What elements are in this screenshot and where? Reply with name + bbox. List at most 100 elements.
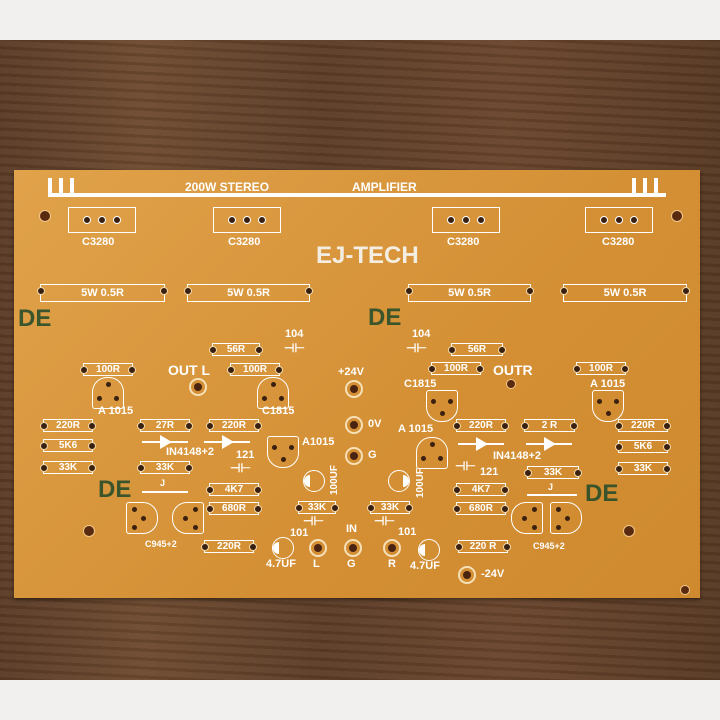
label-c945: C945+2 xyxy=(145,539,177,549)
resistor-5k6: 5K6 xyxy=(40,439,96,452)
resistor-33k: 33K xyxy=(295,501,339,514)
capacitor-104: ⊣⊢ xyxy=(406,341,427,355)
power-0v-pad xyxy=(345,416,363,434)
jumper xyxy=(527,494,577,496)
output-left-label: OUT L xyxy=(168,362,210,378)
resistor-33k: 33K xyxy=(367,501,413,514)
label-in4148: IN4148+2 xyxy=(166,446,215,458)
label-c1815: C1815 xyxy=(404,378,437,390)
input-left-pad xyxy=(309,539,327,557)
label-in: IN xyxy=(346,523,357,535)
mounting-hole xyxy=(83,525,95,537)
label-jumper: J xyxy=(160,478,166,488)
marker-de: DE xyxy=(585,480,619,507)
input-right-pad xyxy=(383,539,401,557)
jumper xyxy=(142,491,188,493)
electrolytic-capacitor xyxy=(388,470,410,492)
resistor-100r: 100R xyxy=(80,363,136,376)
transistor-outline xyxy=(172,502,204,534)
label-a1015: A 1015 xyxy=(590,378,626,390)
diode xyxy=(526,437,572,451)
power-resistor: 5W 0.5R xyxy=(184,284,313,302)
capacitor-104: ⊣⊢ xyxy=(284,341,305,355)
marker-de: DE xyxy=(98,476,132,503)
label-c1815: C1815 xyxy=(262,405,295,417)
resistor-220r: 220R xyxy=(201,540,257,553)
label-100uf: 100UF xyxy=(415,468,426,499)
input-ground-pad xyxy=(344,539,362,557)
label-c3280: C3280 xyxy=(602,236,635,248)
resistor-5k6: 5K6 xyxy=(615,440,671,453)
label-in4148: IN4148+2 xyxy=(493,450,542,462)
mounting-hole xyxy=(680,585,690,595)
brand-logo: EJ-TECH xyxy=(316,242,419,269)
transistor-outline xyxy=(550,502,582,534)
label-input-r: R xyxy=(388,558,396,570)
output-left-pad xyxy=(189,378,207,396)
transistor-outline xyxy=(426,390,458,422)
label-121: 121 xyxy=(480,466,499,478)
power-resistor: 5W 0.5R xyxy=(37,284,168,302)
electrolytic-capacitor xyxy=(418,539,440,561)
resistor-2r: 2 R xyxy=(521,419,578,432)
label-input-g: G xyxy=(347,558,356,570)
label-0v: 0V xyxy=(368,418,382,430)
label-101: 101 xyxy=(290,527,309,539)
output-right-pad xyxy=(506,379,516,389)
resistor-220r: 220 R xyxy=(455,540,511,553)
label-input-l: L xyxy=(313,558,320,570)
power-ground-pad xyxy=(345,447,363,465)
transistor-outline xyxy=(92,377,124,409)
label-104: 104 xyxy=(285,328,304,340)
mounting-hole xyxy=(39,210,51,222)
electrolytic-capacitor xyxy=(272,537,294,559)
resistor-100r: 100R xyxy=(573,362,629,375)
resistor-680r: 680R xyxy=(206,502,262,515)
label-c3280: C3280 xyxy=(228,236,261,248)
resistor-33k: 33K xyxy=(524,466,582,479)
resistor-56r: 56R xyxy=(448,343,506,356)
resistor-56r: 56R xyxy=(209,343,263,356)
marker-de: DE xyxy=(18,305,52,332)
power-plus-24v-pad xyxy=(345,380,363,398)
title-right: AMPLIFIER xyxy=(352,180,417,194)
resistor-680r: 680R xyxy=(453,502,509,515)
label-4u7: 4.7UF xyxy=(410,560,440,572)
capacitor-121: ⊣⊢ xyxy=(455,459,476,473)
label-a1015: A 1015 xyxy=(98,405,134,417)
label-plus-24v: +24V xyxy=(338,366,364,378)
power-minus-24v-pad xyxy=(458,566,476,584)
label-jumper: J xyxy=(548,482,554,492)
transistor-outline xyxy=(511,502,543,534)
resistor-100r: 100R xyxy=(227,363,283,376)
transistor-outline xyxy=(267,436,299,468)
marker-de: DE xyxy=(368,304,402,331)
label-104: 104 xyxy=(412,328,431,340)
label-ground: G xyxy=(368,449,377,461)
heatsink-fins-left xyxy=(48,178,78,194)
label-4u7: 4.7UF xyxy=(266,558,296,570)
label-c3280: C3280 xyxy=(82,236,115,248)
power-transistor-pad xyxy=(432,207,500,233)
capacitor-101: ⊣⊢ xyxy=(303,514,324,528)
transistor-outline xyxy=(592,390,624,422)
resistor-33k: 33K xyxy=(137,461,193,474)
power-transistor-pad xyxy=(585,207,653,233)
label-100uf: 100UF xyxy=(329,465,340,496)
capacitor-101: ⊣⊢ xyxy=(374,514,395,528)
resistor-33k: 33K xyxy=(615,462,671,475)
resistor-220r: 220R xyxy=(615,419,671,432)
resistor-100r: 100R xyxy=(428,362,484,375)
diode xyxy=(142,435,188,449)
resistor-220r: 220R xyxy=(206,419,262,432)
resistor-220r: 220R xyxy=(453,419,509,432)
power-resistor: 5W 0.5R xyxy=(405,284,534,302)
heatsink-strip xyxy=(48,193,666,197)
resistor-27r: 27R xyxy=(137,419,193,432)
resistor-4k7: 4K7 xyxy=(453,483,509,496)
label-a1015: A1015 xyxy=(302,436,335,448)
transistor-outline xyxy=(416,437,448,469)
transistor-outline xyxy=(126,502,158,534)
resistor-4k7: 4K7 xyxy=(206,483,262,496)
heatsink-fins-right xyxy=(632,178,662,194)
